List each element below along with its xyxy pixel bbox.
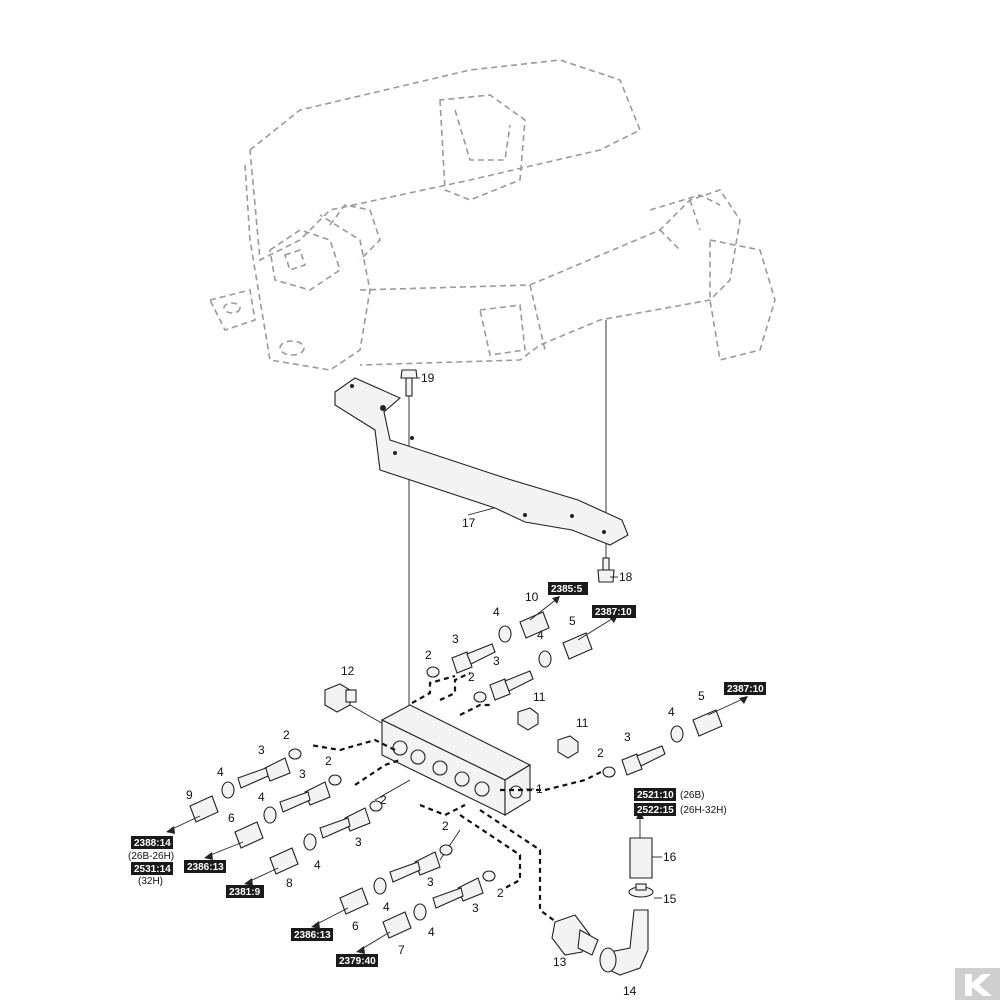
clamp-15	[628, 883, 654, 898]
callout-3-left-4: 3	[427, 875, 434, 889]
ref-2387-10-a: 2387:10	[595, 607, 632, 618]
callout-7: 7	[398, 943, 405, 957]
callout-11-lower: 11	[576, 716, 589, 730]
tractor-frame-outline	[208, 59, 776, 371]
plug-11-lower	[557, 735, 579, 759]
callout-2-mid: 2	[468, 670, 475, 684]
callout-19: 19	[421, 371, 435, 385]
ref-2386-13-b: 2386:13	[294, 930, 331, 941]
callout-12: 12	[341, 664, 355, 678]
callout-18: 18	[619, 570, 633, 584]
callout-6-upper: 6	[228, 811, 235, 825]
callout-10: 10	[525, 590, 539, 604]
note-26b: (26B)	[680, 790, 704, 801]
note-32h: (32H)	[138, 876, 163, 887]
callout-4-upper: 4	[493, 605, 500, 619]
fitting-row-upper-2	[473, 632, 593, 703]
callout-4-mid: 4	[537, 628, 544, 642]
callout-4-left-1: 4	[217, 765, 224, 779]
callout-2-upper: 2	[425, 648, 432, 662]
callout-3-upper: 3	[452, 632, 459, 646]
ref-2531-14: 2531:14	[134, 864, 171, 875]
callout-3-left-2: 3	[299, 767, 306, 781]
elbow-14	[599, 909, 649, 976]
fitting-row-left-5	[382, 870, 496, 939]
manifold-block	[380, 704, 532, 816]
ref-2385-5: 2385:5	[551, 584, 583, 595]
callout-6-lower: 6	[352, 919, 359, 933]
fitting-row-left-2	[234, 774, 342, 849]
reference-arrows	[166, 596, 748, 954]
callout-5-upper: 5	[569, 614, 576, 628]
callout-numbers: 19 17 18 12 1 10 4 3 2 5 4 2 3 11 11 5 4…	[186, 371, 705, 998]
callout-2-left-3: 2	[380, 793, 387, 807]
adapter-13	[551, 914, 599, 956]
hose-16	[629, 837, 653, 879]
callout-9: 9	[186, 788, 193, 802]
bolt-19	[400, 369, 418, 397]
reference-badges: 2385:5 2387:10 2387:10 2388:14 (26B-26H)…	[128, 582, 766, 967]
callout-15: 15	[663, 892, 677, 906]
ref-2521-10: 2521:10	[637, 790, 674, 801]
callout-4-left-5: 4	[428, 925, 435, 939]
note-26b-26h: (26B-26H)	[128, 851, 174, 862]
callout-3-left-1: 3	[258, 743, 265, 757]
callout-2-left-4: 2	[442, 819, 449, 833]
callout-8: 8	[286, 876, 293, 890]
ref-2522-15: 2522:15	[637, 805, 674, 816]
callout-4-right: 4	[668, 705, 675, 719]
note-26h-32h: (26H-32H)	[680, 805, 727, 816]
callout-3-right: 3	[624, 730, 631, 744]
callout-3-left-5: 3	[472, 901, 479, 915]
callout-17: 17	[462, 516, 476, 530]
ref-2379-40: 2379:40	[339, 956, 376, 967]
callout-16: 16	[663, 850, 677, 864]
plug-11-upper	[517, 707, 539, 731]
callout-2-right: 2	[597, 746, 604, 760]
mounting-bracket	[334, 377, 629, 546]
callout-4-left-4: 4	[383, 900, 390, 914]
callout-13: 13	[553, 955, 567, 969]
callout-5-right: 5	[698, 689, 705, 703]
callout-2-left-2: 2	[325, 754, 332, 768]
callout-3-left-3: 3	[355, 835, 362, 849]
fitting-row-right	[602, 709, 723, 778]
ref-2388-14: 2388:14	[134, 838, 171, 849]
fitting-row-left-4	[339, 844, 453, 915]
callout-4-left-3: 4	[314, 858, 321, 872]
ref-2387-10-b: 2387:10	[727, 684, 764, 695]
callout-3-mid: 3	[493, 654, 500, 668]
ref-2386-13-a: 2386:13	[187, 862, 224, 873]
plug-12	[324, 683, 357, 713]
fitting-row-upper-1	[426, 611, 550, 678]
fitting-row-left-3	[269, 800, 383, 875]
kramp-logo-watermark	[955, 968, 1000, 1000]
ref-2381-9: 2381:9	[229, 887, 261, 898]
bolt-18	[597, 557, 615, 583]
callout-14: 14	[623, 984, 637, 998]
callout-11-upper: 11	[533, 690, 546, 704]
callout-2-left-5: 2	[497, 886, 504, 900]
callout-2-left-1: 2	[283, 728, 290, 742]
callout-1: 1	[536, 782, 543, 796]
callout-4-left-2: 4	[258, 790, 265, 804]
hose-routing-lines	[309, 672, 606, 926]
fitting-row-left-1	[189, 748, 302, 823]
